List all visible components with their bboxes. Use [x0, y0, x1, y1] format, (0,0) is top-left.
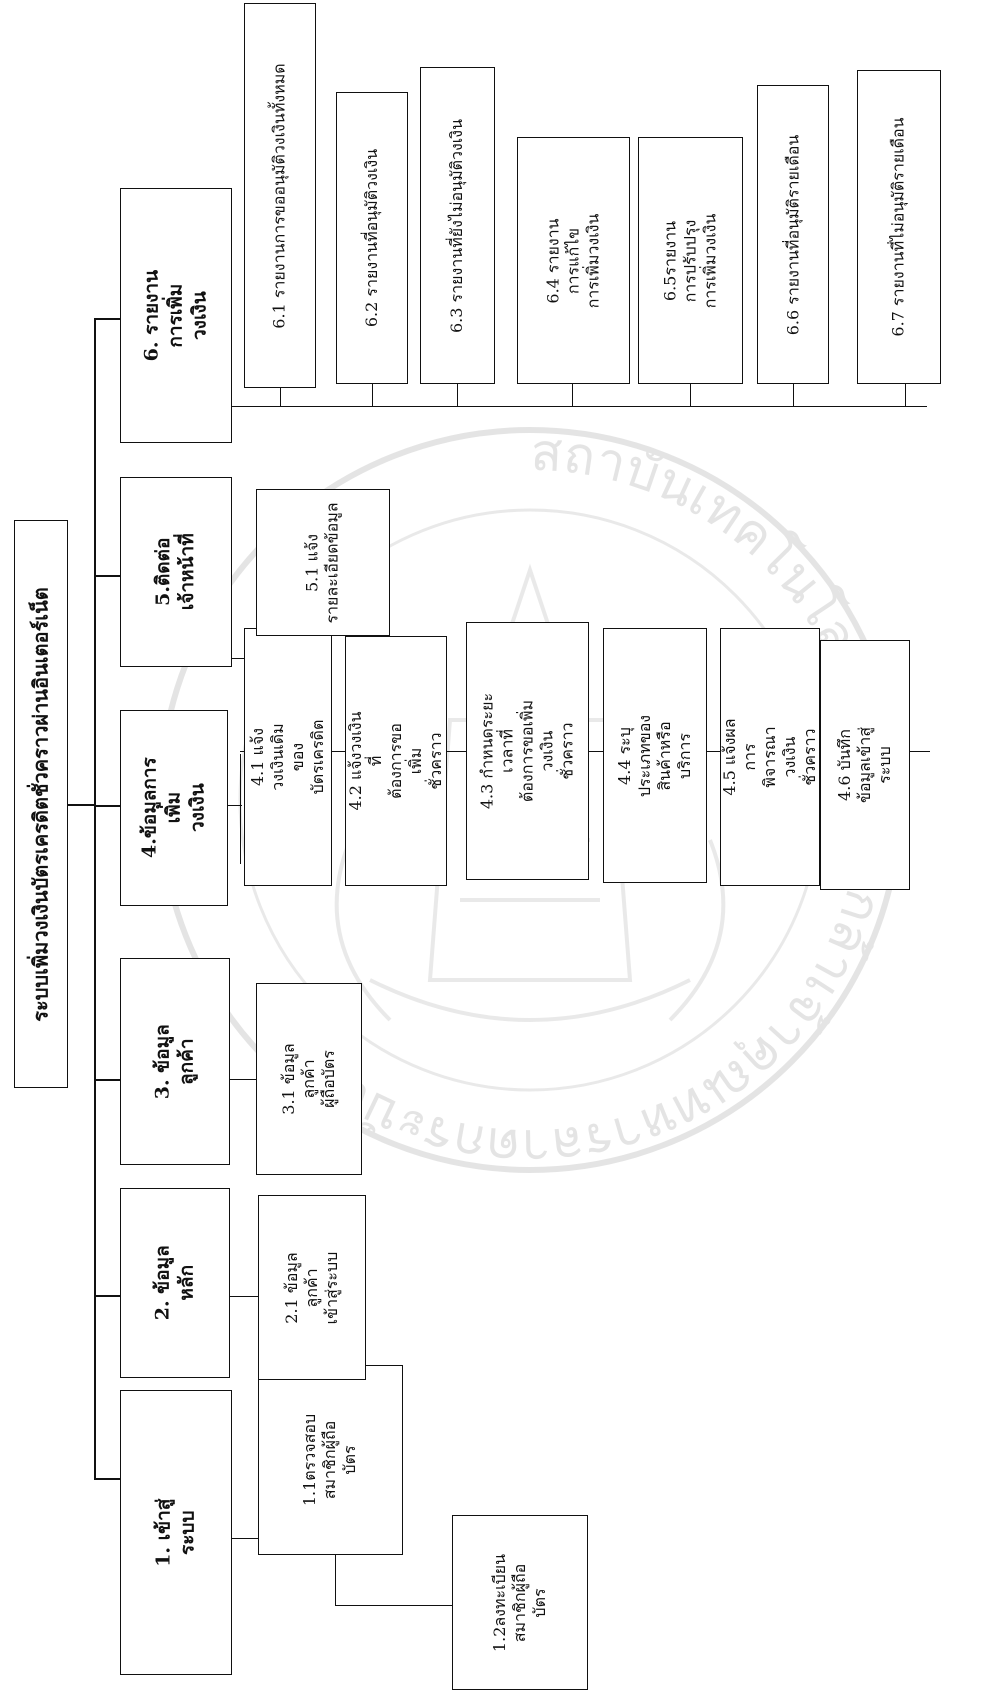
g4-vline — [240, 754, 241, 755]
sub-node-4-6-label: 4.6 บันทึกข้อมูลเข้าสู่ ระบบ — [835, 726, 894, 804]
main-node-2-label: 2. ข้อมูลหลัก — [151, 1245, 197, 1321]
sub-node-6-7: 6.7 รายงานที่ไม่อนุมัติรายเดือน — [857, 70, 941, 384]
g6-tick-3 — [457, 384, 458, 406]
g6-tick-7 — [905, 384, 906, 406]
sub-node-6-6-label: 6.6 รายงานที่อนุมัติรายเดือน — [783, 134, 803, 335]
sub-node-4-2: 4.2 แจ้งวงเงินที่ ต้องการขอเพิ่ม ชั่วครา… — [345, 636, 447, 886]
sub-node-4-5: 4.5 แจ้งผลการ พิจารณาวงเงินชั่วคราว — [720, 628, 820, 886]
sub-node-6-3: 6.3 รายงานที่ยังไม่อนุมัติวงเงิน — [420, 67, 495, 384]
g6-horizontal — [232, 406, 927, 407]
g6-tick-5 — [690, 384, 691, 406]
connector-main-3 — [94, 1079, 120, 1081]
main-node-6-label: 6. รายงานการเพิ่ม วงเงิน — [140, 269, 210, 362]
main-node-4-label: 4.ข้อมูลการเพิ่ม วงเงิน — [138, 757, 208, 859]
sub-node-6-4-label: 6.4 รายงานการแก้ไข การเพิ่มวงเงิน — [543, 213, 603, 308]
g6-tick-6 — [793, 384, 794, 406]
sub-node-1-2-label: 1.2ลงทะเบียน สมาชิกผู้ถือ บัตร — [489, 1553, 549, 1652]
sub-node-1-1: 1.1ตรวจสอบ สมาชิกผู้ถือ บัตร — [258, 1365, 403, 1555]
main-node-3: 3. ข้อมูลลูกค้า — [120, 958, 230, 1165]
main-node-1: 1. เข้าสู่ระบบ — [120, 1390, 232, 1675]
connector-main-5 — [94, 575, 120, 577]
main-node-3-label: 3. ข้อมูลลูกค้า — [151, 1023, 197, 1100]
sub-node-6-1: 6.1 รายงานการขออนุมัติวงเงินทั้งหมด — [244, 3, 316, 388]
diagram-title: ระบบเพิ่มวงเงินบัตรเครดิตชั่วคราวผ่านอิน… — [28, 586, 53, 1022]
sub-node-4-3-label: 4.3 กำหนดระยะเวลาที่ ต้องการขอเพิ่มวงเงิ… — [477, 692, 577, 810]
sub-node-5-1: 5.1 แจ้ง รายละเอียดข้อมูล — [256, 489, 390, 636]
sub-node-2-1: 2.1 ข้อมูลลูกค้า เข้าสู่ระบบ — [258, 1195, 366, 1380]
g1-link-2 — [335, 1605, 454, 1606]
connector-main-1 — [94, 1478, 120, 1480]
g4-link-main — [228, 805, 242, 806]
sub-node-4-1-label: 4.1 แจ้งวงเงินเดิมของ บัตรเครดิต — [248, 719, 327, 795]
sub-node-6-6: 6.6 รายงานที่อนุมัติรายเดือน — [757, 85, 829, 384]
sub-node-6-2-label: 6.2 รายงานที่อนุมัติวงเงิน — [362, 148, 382, 328]
g6-tick-1 — [280, 388, 281, 406]
connector-main-2 — [94, 1295, 120, 1297]
g6-tick-2 — [372, 384, 373, 406]
sub-node-2-1-label: 2.1 ข้อมูลลูกค้า เข้าสู่ระบบ — [282, 1251, 341, 1324]
main-node-1-label: 1. เข้าสู่ระบบ — [152, 1498, 198, 1567]
main-node-6: 6. รายงานการเพิ่ม วงเงิน — [120, 188, 232, 443]
sub-node-4-4: 4.4 ระบุประเภทของ สินค้าหรือบริการ — [603, 628, 707, 883]
g2-link — [230, 1296, 258, 1297]
sub-node-6-5-label: 6.5รายงานการปรับปรุง การเพิ่มวงเงิน — [660, 213, 720, 308]
sub-node-4-3: 4.3 กำหนดระยะเวลาที่ ต้องการขอเพิ่มวงเงิ… — [466, 622, 589, 880]
connector-main-4 — [94, 805, 120, 807]
g3-link — [230, 1079, 256, 1080]
title-box: ระบบเพิ่มวงเงินบัตรเครดิตชั่วคราวผ่านอิน… — [14, 520, 68, 1088]
sub-node-1-1-label: 1.1ตรวจสอบ สมาชิกผู้ถือ บัตร — [300, 1413, 360, 1507]
sub-node-5-1-label: 5.1 แจ้ง รายละเอียดข้อมูล — [303, 501, 342, 624]
sub-node-4-1: 4.1 แจ้งวงเงินเดิมของ บัตรเครดิต — [244, 628, 332, 886]
main-node-5-label: 5.ติดต่อ เจ้าหน้าที่ — [152, 533, 198, 611]
sub-node-6-4: 6.4 รายงานการแก้ไข การเพิ่มวงเงิน — [517, 137, 630, 384]
main-node-5: 5.ติดต่อ เจ้าหน้าที่ — [120, 477, 232, 667]
main-node-2: 2. ข้อมูลหลัก — [120, 1188, 230, 1378]
sub-node-3-1-label: 3.1 ข้อมูลลูกค้า ผู้ถือบัตร — [279, 1043, 338, 1115]
connector-title — [68, 804, 96, 806]
sub-node-6-2: 6.2 รายงานที่อนุมัติวงเงิน — [336, 92, 408, 384]
sub-node-4-2-label: 4.2 แจ้งวงเงินที่ ต้องการขอเพิ่ม ชั่วครา… — [346, 711, 445, 811]
spine-line — [94, 318, 96, 1478]
connector-main-6 — [94, 318, 120, 320]
sub-node-4-6: 4.6 บันทึกข้อมูลเข้าสู่ ระบบ — [820, 640, 910, 890]
sub-node-6-7-label: 6.7 รายงานที่ไม่อนุมัติรายเดือน — [889, 117, 909, 337]
sub-node-4-5-label: 4.5 แจ้งผลการ พิจารณาวงเงินชั่วคราว — [720, 718, 819, 796]
sub-node-1-2: 1.2ลงทะเบียน สมาชิกผู้ถือ บัตร — [452, 1515, 588, 1690]
sub-node-4-4-label: 4.4 ระบุประเภทของ สินค้าหรือบริการ — [615, 714, 694, 797]
sub-node-6-5: 6.5รายงานการปรับปรุง การเพิ่มวงเงิน — [638, 137, 743, 384]
sub-node-3-1: 3.1 ข้อมูลลูกค้า ผู้ถือบัตร — [256, 983, 362, 1175]
main-node-4: 4.ข้อมูลการเพิ่ม วงเงิน — [120, 710, 228, 906]
g4-bus — [240, 754, 241, 864]
g6-tick-4 — [572, 384, 573, 406]
sub-node-6-3-label: 6.3 รายงานที่ยังไม่อนุมัติวงเงิน — [447, 118, 467, 333]
sub-node-6-1-label: 6.1 รายงานการขออนุมัติวงเงินทั้งหมด — [270, 62, 289, 329]
